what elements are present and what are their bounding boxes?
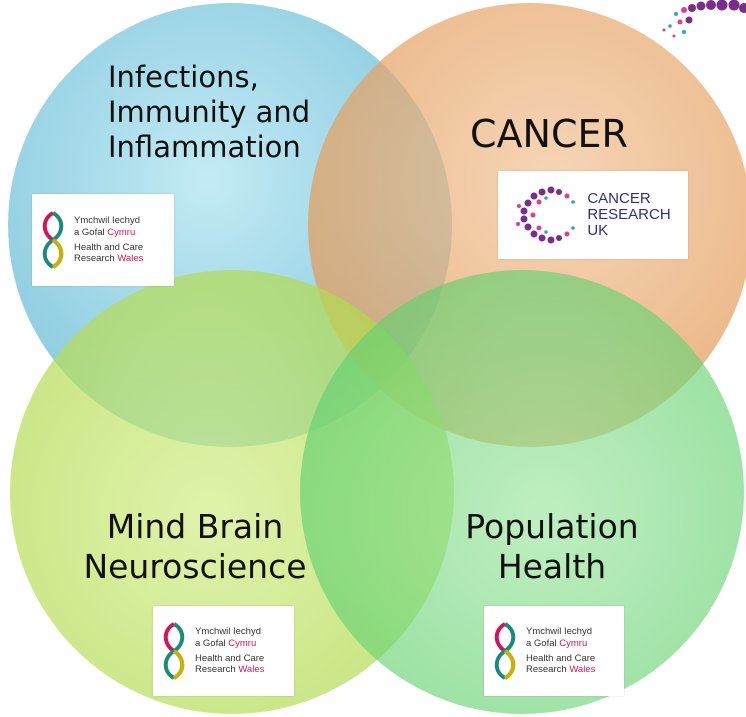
label-infections: Infections, Immunity and Inflammation bbox=[108, 60, 311, 164]
hcrw-helix-icon bbox=[163, 622, 185, 680]
hcrw-logo-infections: Ymchwil Iechyd a Gofal Cymru Health and … bbox=[32, 194, 174, 286]
hcrw-line3: Health and Care bbox=[526, 653, 596, 664]
cruk-line3: UK bbox=[587, 221, 609, 239]
cruk-logo: CANCER RESEARCH UK bbox=[498, 171, 688, 259]
hcrw-logo-population: Ymchwil Iechyd a Gofal Cymru Health and … bbox=[484, 606, 624, 696]
hcrw-helix-icon bbox=[42, 211, 64, 269]
hcrw-line1: Ymchwil Iechyd bbox=[74, 215, 140, 227]
hcrw-helix-icon bbox=[494, 622, 516, 680]
hcrw-line1: Ymchwil Iechyd bbox=[195, 626, 261, 638]
label-cancer: CANCER bbox=[470, 112, 628, 156]
hcrw-logo-mind-brain: Ymchwil Iechyd a Gofal Cymru Health and … bbox=[153, 606, 294, 696]
circle-population bbox=[300, 270, 744, 714]
hcrw-line3: Health and Care bbox=[195, 653, 265, 664]
hcrw-line1: Ymchwil Iechyd bbox=[526, 626, 592, 638]
label-population: Population Health bbox=[465, 507, 639, 586]
cruk-line1: CANCER bbox=[587, 190, 651, 208]
cruk-dotted-c-icon bbox=[516, 186, 576, 244]
cruk-line2: RESEARCH bbox=[587, 206, 671, 224]
corner-logo-dots-icon bbox=[662, 0, 746, 64]
hcrw-line3: Health and Care bbox=[74, 242, 144, 253]
label-mind-brain: Mind Brain Neuroscience bbox=[83, 507, 307, 586]
